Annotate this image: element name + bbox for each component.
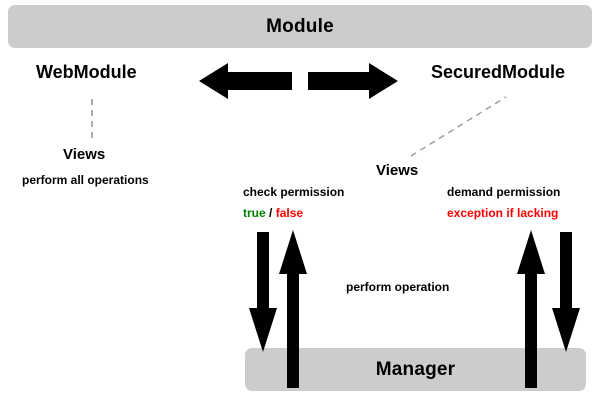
module-box: Module <box>8 5 592 48</box>
result-false-label: false <box>275 206 304 220</box>
result-separator-label: / <box>269 206 273 220</box>
result-true-label: true <box>243 206 266 220</box>
demand-permission-down-arrow-icon <box>552 232 580 352</box>
secured-module-label: SecuredModule <box>431 62 566 82</box>
demand-permission-label: demand permission <box>447 185 561 199</box>
exception-if-lacking-label: exception if lacking <box>447 206 559 220</box>
manager-box-label: Manager <box>375 358 456 380</box>
secured-views-label: Views <box>376 162 419 179</box>
secured-module-connector-dashed-line <box>410 96 507 157</box>
web-module-label: WebModule <box>36 62 137 82</box>
check-permission-result: true / false <box>243 206 303 220</box>
module-right-arrow-icon <box>308 63 398 99</box>
web-views-note: perform all operations <box>22 173 149 187</box>
manager-box: Manager <box>245 348 586 391</box>
check-permission-label: check permission <box>243 185 345 199</box>
module-left-arrow-icon <box>199 63 292 99</box>
module-box-label: Module <box>266 15 334 37</box>
web-views-label: Views <box>63 146 106 163</box>
perform-operation-label: perform operation <box>346 280 450 294</box>
check-permission-down-arrow-icon <box>249 232 277 352</box>
